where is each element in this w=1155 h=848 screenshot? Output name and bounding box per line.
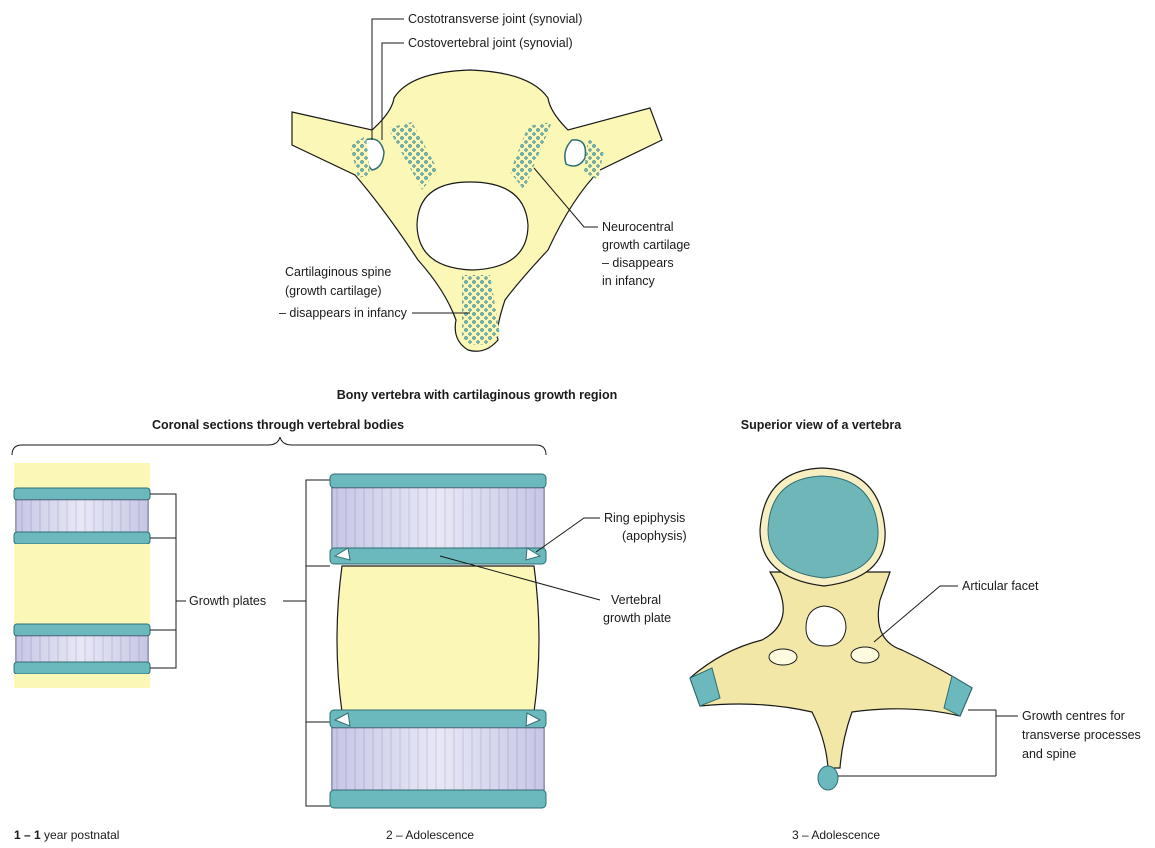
growth-centre-spine [818, 766, 838, 790]
panel-1-column: 1 – 1 year postnatal [14, 463, 150, 842]
caption-panel-1: 1 – 1 year postnatal [14, 828, 119, 842]
growth-plate-1c [14, 624, 150, 636]
panel-2-column: 2 – Adolescence [330, 474, 546, 842]
growth-plate-1a [14, 488, 150, 500]
vertebra-arch-3 [690, 572, 972, 768]
vertebral-body-surface-3 [768, 476, 878, 578]
label-cartilaginous-spine-1: Cartilaginous spine [285, 265, 391, 279]
articular-facet-left [769, 649, 797, 665]
section-titles: Coronal sections through vertebral bodie… [12, 418, 902, 455]
caption-panel-1-number: 1 – 1 [14, 828, 41, 842]
label-articular-facet: Articular facet [962, 579, 1039, 593]
label-growth-centres-1: Growth centres for [1022, 709, 1125, 723]
growth-plates-callout: Growth plates [150, 480, 330, 806]
label-neurocentral-3: – disappears [602, 256, 674, 270]
disc-1b-shade [16, 636, 148, 662]
label-costotransverse-joint: Costotransverse joint (synovial) [408, 12, 582, 26]
vertebral-body-1c [14, 674, 150, 688]
title-bony-vertebra: Bony vertebra with cartilaginous growth … [337, 388, 618, 402]
growth-plate-2a [330, 474, 546, 488]
label-growth-centres-3: and spine [1022, 747, 1076, 761]
growth-plate-2b [330, 548, 546, 564]
vertebral-body-1a [14, 463, 150, 489]
label-neurocentral-4: in infancy [602, 274, 656, 288]
label-growth-centres-2: transverse processes [1022, 728, 1141, 742]
label-cartilaginous-spine-2: (growth cartilage) [285, 284, 382, 298]
caption-panel-1-text: year postnatal [41, 828, 120, 842]
growth-plate-2d [330, 790, 546, 808]
caption-panel-2: 2 – Adolescence [386, 828, 474, 842]
disc-2a-shade [332, 488, 544, 550]
label-ring-epiphysis-1: Ring epiphysis [604, 511, 685, 525]
vertebral-foramen-3 [806, 606, 846, 646]
growth-plate-2c [330, 710, 546, 728]
label-cartilaginous-spine-3: – disappears in infancy [279, 306, 408, 320]
vertebral-body-2 [337, 566, 539, 712]
growth-plate-1d [14, 662, 150, 674]
panel-3-figure: 3 – Adolescence [690, 468, 972, 842]
label-neurocentral-1: Neurocentral [602, 220, 674, 234]
disc-2b-shade [332, 728, 544, 790]
caption-panel-3: 3 – Adolescence [792, 828, 880, 842]
label-ring-epiphysis-2: (apophysis) [622, 529, 687, 543]
disc-1a-shade [16, 500, 148, 532]
costovertebral-joint-right [565, 140, 586, 166]
vertebral-body-1b [14, 544, 150, 624]
vertebral-foramen [417, 182, 528, 270]
label-vertebral-growth-plate-1: Vertebral [611, 593, 661, 607]
articular-facet-right [851, 647, 879, 663]
label-growth-plates: Growth plates [189, 594, 266, 608]
label-costovertebral-joint: Costovertebral joint (synovial) [408, 36, 573, 50]
title-superior-view: Superior view of a vertebra [741, 418, 903, 432]
growth-plate-1b [14, 532, 150, 544]
title-coronal-sections: Coronal sections through vertebral bodie… [152, 418, 404, 432]
label-neurocentral-2: growth cartilage [602, 238, 690, 252]
label-vertebral-growth-plate-2: growth plate [603, 611, 671, 625]
coronal-sections-brace [12, 437, 546, 455]
